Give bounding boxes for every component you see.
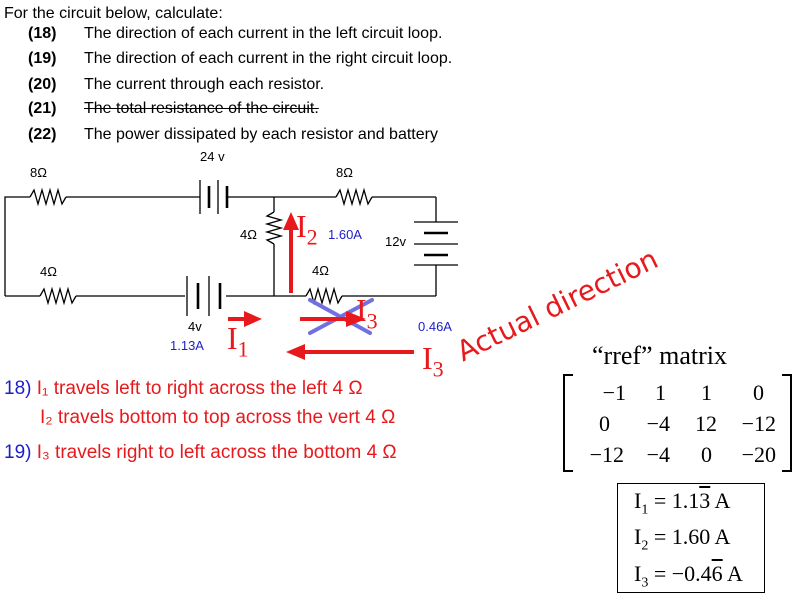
i3-crossed-arrowhead [346,311,366,327]
answer-text: I₃ travels right to left across the bott… [36,442,397,463]
bottom-left-resistor [39,286,77,306]
r-top-right-label: 8Ω [336,165,353,180]
matrix-left-bracket [563,374,573,472]
question-number: (19) [28,50,57,67]
cross-out-mark [308,298,374,335]
r-bottom-mid-label: 4Ω [312,263,329,278]
r-bottom-left-label: 4Ω [40,264,57,279]
matrix-cell: 0 [599,411,610,436]
r-vertical-label: 4Ω [240,227,257,242]
i3-actual-arrowhead [286,344,305,360]
question-text: The direction of each current in the rig… [84,50,453,67]
i3-crossed-label: I3 [356,292,378,334]
matrix-cell: −12 [589,442,624,467]
matrix-cell: 12 [695,411,717,436]
r-top-left-label: 8Ω [30,165,47,180]
question-19: (19) The direction of each current in the… [28,50,452,68]
matrix-cell: −4 [646,442,670,467]
question-text: The current through each resistor. [84,76,325,93]
top-left-resistor [29,187,67,207]
i2-value: 1.60A [328,227,362,242]
results-box: I1 = 1.13 A I2 = 1.60 A I3 = −0.46 A [617,483,765,593]
answer-number: 18) [4,378,32,399]
question-text: The power dissipated by each resistor an… [84,126,438,143]
answer-number: 19) [4,442,32,463]
matrix-right-bracket [782,374,792,472]
vertical-resistor [264,211,284,245]
bottom-mid-resistor [305,286,343,306]
matrix-cell: −1 [602,380,626,405]
i2-arrowhead [283,212,299,230]
question-number: (21) [28,100,57,117]
i2-label: I2 [296,208,318,250]
result-i2: I2 = 1.60 A [634,524,731,554]
i3-value: 0.46A [418,319,452,334]
matrix-cell: 1 [655,380,666,405]
matrix-cell: −4 [646,411,670,436]
battery-top-label: 24 v [200,149,225,164]
matrix-cell: 0 [701,442,712,467]
battery-right-label: 12v [385,234,406,249]
i1-value: 1.13A [170,338,204,353]
answer-19: 19) I₃ travels right to left across the … [4,442,397,464]
question-20: (20) The current through each resistor. [28,76,324,94]
result-i3: I3 = −0.46 A [634,561,743,591]
top-right-resistor [335,187,373,207]
question-number: (20) [28,76,57,93]
question-text: The total resistance of the circuit. [84,100,319,117]
answer-18-line2: I₂ travels bottom to top across the vert… [40,407,396,428]
question-number: (22) [28,126,57,143]
question-number: (18) [28,25,57,42]
answer-18-line1: 18) I₁ travels left to right across the … [4,378,363,400]
matrix-cell: 1 [701,380,712,405]
matrix-cell: −12 [741,411,776,436]
answer-text: I₁ travels left to right across the left… [36,378,363,399]
intro-text: For the circuit below, calculate: [4,5,223,22]
question-text: The direction of each current in the lef… [84,25,443,42]
result-i1: I1 = 1.13 A [634,488,731,518]
rref-title: “rref” matrix [592,341,727,370]
question-18: (18) The direction of each current in the… [28,25,442,43]
question-22: (22) The power dissipated by each resisto… [28,126,438,144]
battery-bottom-label: 4v [188,319,202,334]
i1-label: I1 [227,320,249,362]
question-21: (21) The total resistance of the circuit. [28,100,319,118]
i1-arrowhead [244,311,262,327]
top-wire [4,196,30,198]
matrix-cell: 0 [753,380,764,405]
matrix-cell: −20 [741,442,776,467]
i3-label: I3 [422,340,444,382]
